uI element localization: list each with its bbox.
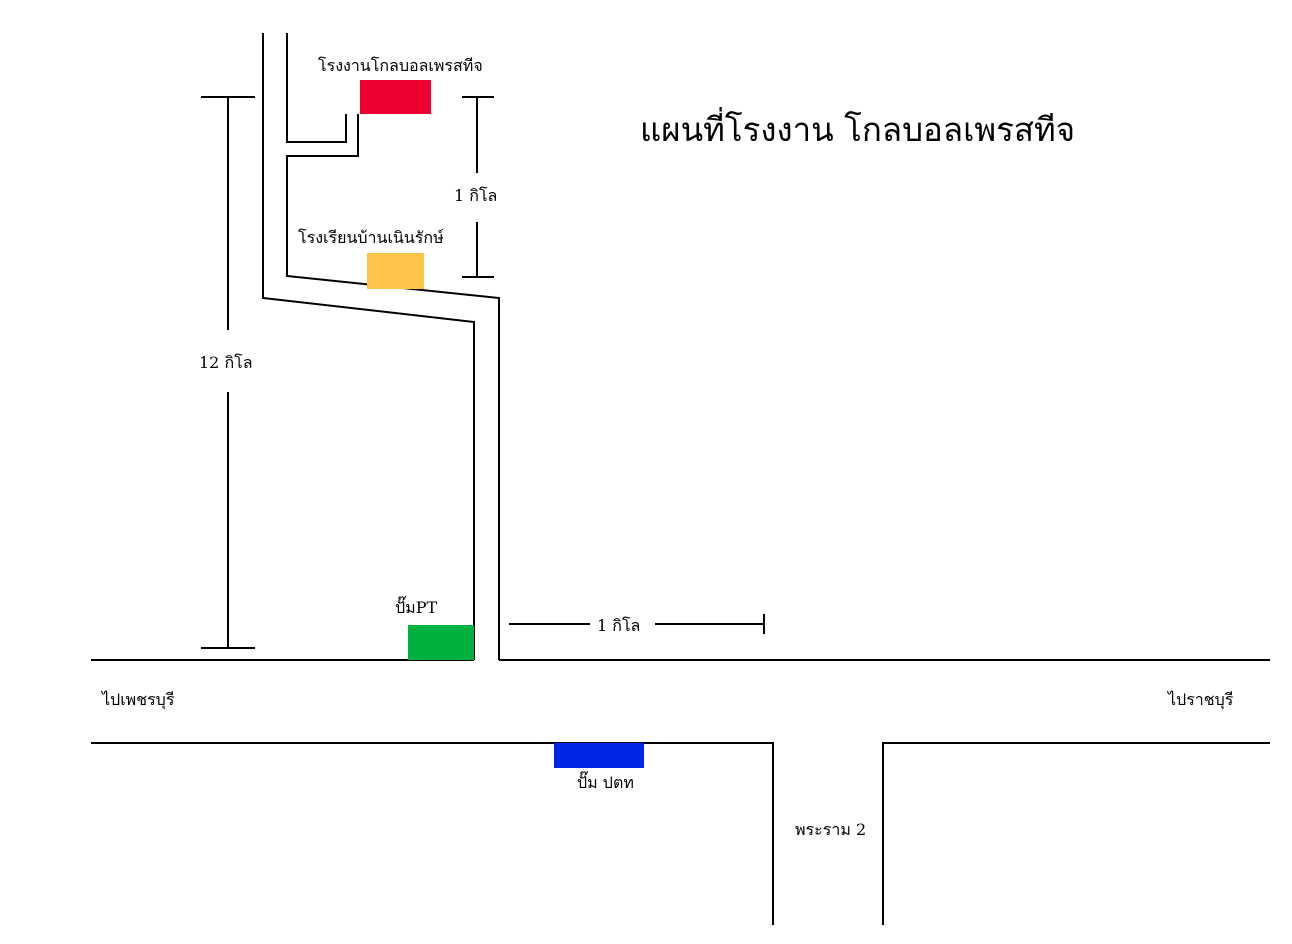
distance-1km-horizontal-label: 1 กิโล [597,616,641,636]
rama2-road-label: พระราม 2 [795,820,867,840]
pump-pt-marker [408,625,474,660]
distance-12km-label: 12 กิโล [199,353,253,373]
factory-marker [360,80,431,114]
factory-label: โรงงานโกลบอลเพรสทีจ [318,56,483,75]
highway-bottom-edge-right [882,742,1270,925]
map-title: แผนที่โรงงาน โกลบอลเพรสทีจ [640,110,1076,149]
right-destination-label: ไปราชบุรี [1168,690,1234,710]
side-road-right-edge [286,114,500,660]
upper-spur [286,33,347,143]
pump-pt-label: ปั๊มPT [395,598,438,617]
left-destination-label: ไปเพชรบุรี [102,690,175,710]
pump-ptt-label: ปั๊ม ปตท [577,773,634,792]
distance-1km-vertical-label: 1 กิโล [454,186,498,206]
pump-ptt-marker [554,743,644,768]
school-marker [367,253,424,289]
school-label: โรงเรียนบ้านเนินรักษ์ [298,228,444,247]
side-road-left-edge [262,33,475,660]
highway-bottom-edge-left [91,742,774,925]
